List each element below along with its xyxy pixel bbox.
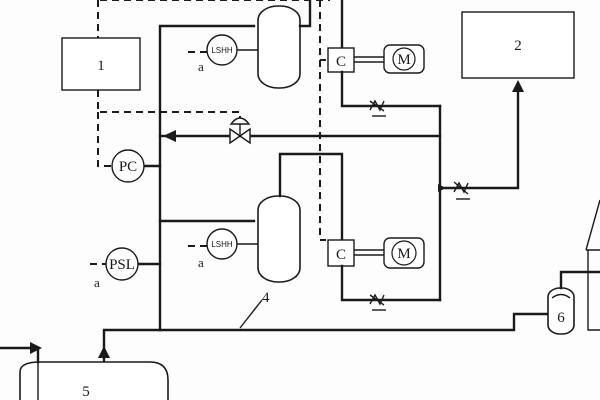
pipe-left-header (158, 24, 256, 332)
motor-top-ring (392, 47, 416, 71)
pipe-separator-bottom-outlet (278, 152, 344, 242)
pipe-compressor-top-discharge (340, 70, 442, 108)
equipment-box-1 (61, 37, 141, 91)
separator-top (257, 5, 301, 89)
signal-a-psl: a (94, 275, 100, 290)
signal-line-pc (97, 112, 112, 167)
compressor-top (327, 47, 355, 73)
pipe-compressor-bottom-discharge (340, 264, 442, 302)
psl-label: PSL (109, 257, 135, 273)
compressor-bottom (327, 239, 355, 267)
arrow-to-vessel5 (98, 346, 110, 358)
shaft-top (354, 56, 384, 63)
pc-label: PC (119, 159, 137, 175)
lshh-bottom-label: LSHH (211, 240, 233, 249)
arrow-collector-join (438, 184, 446, 192)
signal-line-vertical (319, 0, 326, 241)
vessel-6-internal (551, 293, 571, 299)
shaft-bottom (354, 249, 384, 256)
pipe-separator-top-outlet (298, 0, 312, 28)
motor-top-label: M (397, 52, 410, 68)
line-4-leader (239, 299, 263, 329)
pipe-to-box2 (438, 82, 520, 190)
signal-a-mid: a (198, 255, 204, 270)
vessel-5 (19, 361, 169, 400)
vessel-6-label: 6 (557, 310, 565, 326)
vessel-5-label: 5 (82, 384, 90, 400)
compressor-bottom-label: C (336, 247, 346, 263)
lshh-top-label: LSHH (211, 46, 233, 55)
equipment-box-1-label: 1 (97, 58, 105, 74)
signal-line-valve (97, 90, 241, 128)
motor-bottom-ring (391, 240, 417, 266)
pipe-line-4 (102, 312, 550, 364)
arrow-return-left (163, 130, 176, 142)
compressor-top-label: C (336, 54, 346, 70)
signal-a-top: a (198, 59, 204, 74)
control-valve-actuator (229, 117, 251, 125)
check-valve-top (369, 99, 385, 112)
check-valve-bottom (369, 293, 385, 306)
pc-instrument (111, 149, 145, 183)
equipment-box-2-label: 2 (514, 38, 522, 54)
pipe-vessel6-outlet (559, 270, 600, 290)
signal-line-compressor-top (319, 48, 326, 61)
equipment-box-2 (461, 11, 575, 79)
arrow-inlet-vessel5 (30, 342, 42, 354)
motor-bottom-label: M (397, 246, 410, 262)
line-4-label: 4 (262, 290, 270, 306)
separator-bottom (257, 195, 301, 283)
check-valve-right (453, 181, 469, 195)
structure-right-edge (585, 199, 600, 331)
arrow-to-box2 (512, 80, 524, 92)
